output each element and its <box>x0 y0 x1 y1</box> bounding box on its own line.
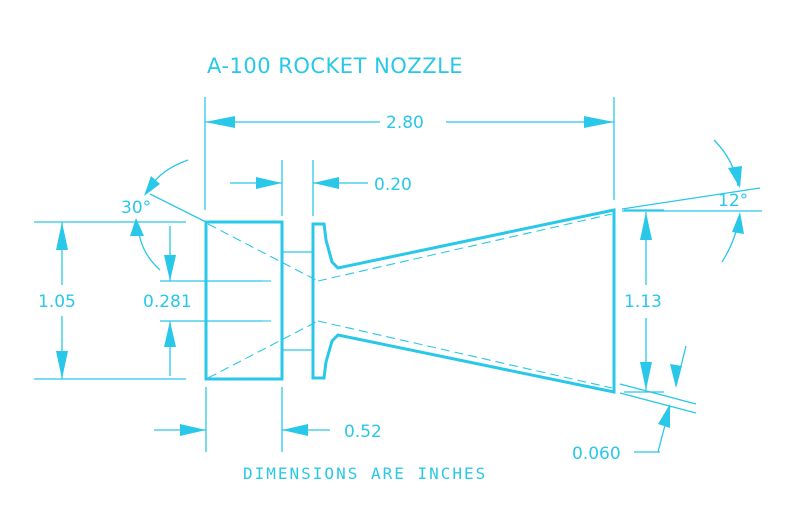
inlet-angle-label: 30° <box>121 198 151 218</box>
dimension-throat-diameter: 0.281 <box>143 226 262 376</box>
flange-gap-label: 0.20 <box>374 175 412 195</box>
body-length-label: 0.52 <box>344 422 382 442</box>
nozzle-inner-contour <box>207 213 613 389</box>
dimension-inlet-angle: 30° <box>121 159 207 271</box>
dimension-overall-length: 2.80 <box>204 97 615 210</box>
nozzle-cone-upper <box>311 208 616 394</box>
nozzle-throat-neck <box>282 251 312 351</box>
dimension-exit-angle: 12° <box>621 139 762 263</box>
dimension-exit-diameter: 1.13 <box>624 209 664 393</box>
lip-thickness-label: 0.060 <box>572 444 621 464</box>
drawing-title: A-100 ROCKET NOZZLE <box>207 54 463 78</box>
exit-diameter-label: 1.13 <box>624 292 662 312</box>
dimension-lip-thickness: 0.060 <box>572 345 697 464</box>
nozzle-inlet-block <box>204 220 284 381</box>
overall-length-label: 2.80 <box>386 113 424 133</box>
units-note: DIMENSIONS ARE INCHES <box>243 464 487 483</box>
throat-diameter-label: 0.281 <box>143 292 192 312</box>
exit-angle-label: 12° <box>718 191 748 211</box>
dimension-body-length: 0.52 <box>154 387 382 452</box>
nozzle-body <box>204 208 616 394</box>
dimension-flange-gap: 0.20 <box>230 160 412 216</box>
dimension-outer-diameter: 1.05 <box>34 221 186 380</box>
outer-diameter-label: 1.05 <box>38 292 76 312</box>
